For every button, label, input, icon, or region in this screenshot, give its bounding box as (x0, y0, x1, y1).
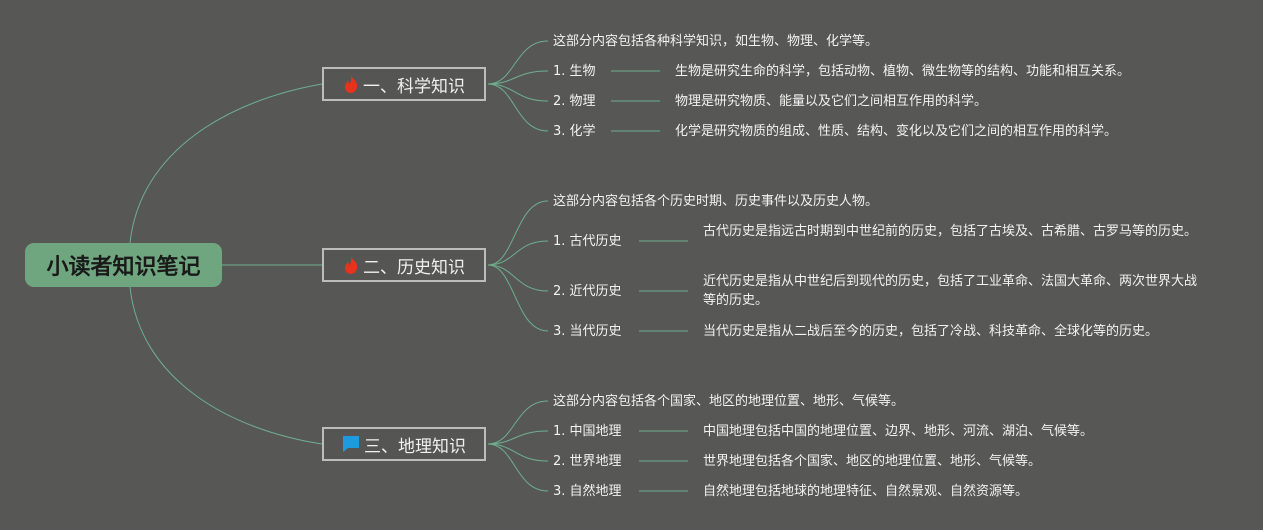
item-desc: 自然地理包括地球的地理特征、自然景观、自然资源等。 (703, 484, 1029, 499)
item-desc: 近代历史是指从中世纪后到现代的历史，包括了工业革命、法国大革命、两次世界大战等的… (703, 274, 1198, 308)
branch-title: 三、地理知识 (364, 436, 466, 457)
flame-icon (343, 256, 359, 274)
item-desc: 中国地理包括中国的地理位置、边界、地形、河流、湖泊、气候等。 (703, 424, 1094, 439)
item-desc: 化学是研究物质的组成、性质、结构、变化以及它们之间的相互作用的科学。 (675, 124, 1118, 139)
item-label[interactable]: 1. 生物 (553, 64, 596, 79)
item-desc: 古代历史是指远古时期到中世纪前的历史，包括了古埃及、古希腊、古罗马等的历史。 (703, 224, 1198, 239)
branch-intro: 这部分内容包括各个国家、地区的地理位置、地形、气候等。 (553, 394, 905, 409)
item-desc: 当代历史是指从二战后至今的历史，包括了冷战、科技革命、全球化等的历史。 (703, 324, 1159, 339)
root-title: 小读者知识笔记 (46, 255, 201, 280)
item-desc: 物理是研究物质、能量以及它们之间相互作用的科学。 (675, 94, 988, 109)
flame-icon (343, 75, 359, 93)
branch-intro: 这部分内容包括各种科学知识，如生物、物理、化学等。 (553, 34, 879, 49)
item-label[interactable]: 3. 自然地理 (553, 484, 622, 499)
item-label[interactable]: 1. 中国地理 (553, 424, 622, 439)
root-node[interactable]: 小读者知识笔记 (25, 243, 222, 287)
item-label[interactable]: 2. 近代历史 (553, 284, 622, 299)
branch-geography[interactable]: 三、地理知识 (322, 427, 486, 461)
branch-title: 一、科学知识 (363, 76, 465, 97)
item-desc: 世界地理包括各个国家、地区的地理位置、地形、气候等。 (703, 454, 1042, 469)
branch-intro: 这部分内容包括各个历史时期、历史事件以及历史人物。 (553, 194, 879, 209)
branch-science[interactable]: 一、科学知识 (322, 67, 486, 101)
item-desc: 生物是研究生命的科学，包括动物、植物、微生物等的结构、功能和相互关系。 (675, 64, 1131, 79)
item-label[interactable]: 3. 化学 (553, 124, 596, 139)
branch-history[interactable]: 二、历史知识 (322, 248, 486, 282)
item-label[interactable]: 1. 古代历史 (553, 234, 622, 249)
branch-title: 二、历史知识 (363, 257, 465, 278)
item-label[interactable]: 3. 当代历史 (553, 324, 622, 339)
item-label[interactable]: 2. 世界地理 (553, 454, 622, 469)
item-label[interactable]: 2. 物理 (553, 94, 596, 109)
flag-icon (342, 435, 360, 453)
